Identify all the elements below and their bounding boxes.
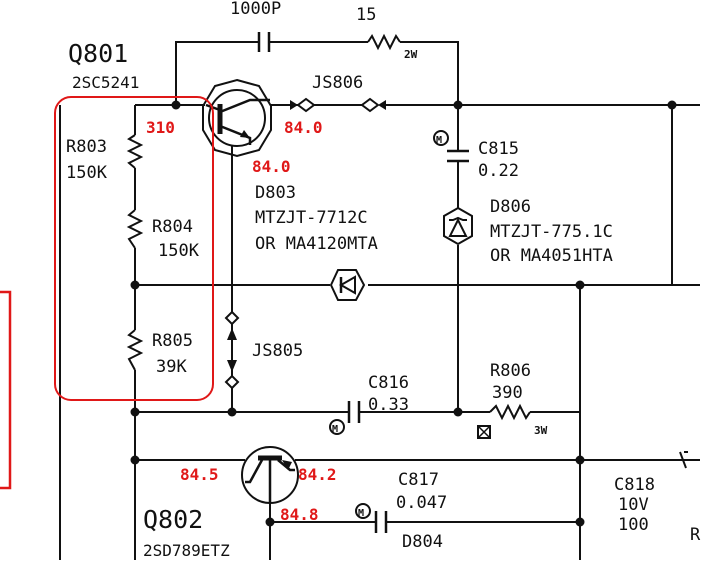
q801-part: 2SC5241	[72, 73, 139, 92]
q802-ref: Q802	[143, 505, 203, 534]
junctions	[130, 100, 677, 527]
r805-ref: R805	[152, 331, 193, 351]
svg-text:M: M	[436, 135, 442, 146]
d803-part: MTZJT-7712C	[255, 208, 368, 228]
junction-dot	[227, 407, 237, 417]
junction-dot	[667, 100, 677, 110]
junction-dot	[130, 455, 140, 465]
highlight-box	[54, 96, 214, 401]
c817-ref: C817	[398, 470, 439, 490]
r806-value: 390	[492, 383, 523, 403]
d804-ref: D804	[402, 532, 443, 552]
jumper-js806	[290, 97, 386, 113]
q801-collector-voltage: 84.0	[284, 118, 323, 137]
c818-ref: C818	[614, 475, 655, 495]
svg-text:M: M	[358, 508, 364, 519]
d803-alt: OR MA4120MTA	[255, 234, 378, 254]
r806-ref: R806	[490, 361, 531, 381]
q802-right-voltage: 84.2	[298, 465, 337, 484]
resistor-r804	[126, 209, 144, 249]
r803-ref: R803	[66, 137, 107, 157]
js805-ref: JS805	[252, 341, 303, 361]
junction-dot	[453, 407, 463, 417]
junction-dot	[265, 517, 275, 527]
junction-dot	[575, 517, 585, 527]
junction-dot	[130, 280, 140, 290]
capacitor-1000p	[257, 32, 271, 52]
resistor-r803	[126, 134, 144, 169]
edge-label-r: R	[690, 525, 701, 545]
d806-part: MTZJT-775.1C	[490, 222, 613, 242]
resistor-15	[367, 33, 401, 51]
transistor-q802	[241, 446, 299, 504]
wires	[59, 41, 700, 560]
zener-mark	[676, 451, 690, 469]
js806-ref: JS806	[312, 73, 363, 93]
c818-value: 100	[618, 515, 649, 535]
c816-value: 0.33	[368, 395, 409, 415]
d806-ref: D806	[490, 197, 531, 217]
q802-bottom-voltage: 84.8	[280, 505, 319, 524]
label-15: 15	[356, 5, 376, 25]
junction-dot	[130, 407, 140, 417]
resistor-r806	[477, 403, 531, 439]
diode-d803	[329, 269, 366, 301]
q802-left-voltage: 84.5	[180, 465, 219, 484]
c817-value: 0.047	[396, 493, 447, 513]
r806-rating: 3W	[534, 424, 548, 437]
capacitor-c816: M	[329, 401, 361, 435]
junction-dot	[575, 280, 585, 290]
junction-dot	[453, 100, 463, 110]
label-2w: 2W	[404, 48, 418, 61]
resistor-r805	[126, 329, 144, 371]
r804-value: 150K	[158, 241, 200, 261]
r803-value: 150K	[66, 163, 108, 183]
q802-part: 2SD789ETZ	[143, 541, 230, 560]
junction-dot	[171, 100, 181, 110]
d803-ref: D803	[255, 183, 296, 203]
highlight-box-left	[0, 290, 12, 490]
d806-alt: OR MA4051HTA	[490, 246, 613, 266]
junction-dot	[575, 455, 585, 465]
q801-emitter-voltage: 84.0	[252, 157, 291, 176]
capacitor-c815: M	[433, 130, 469, 163]
r805-value: 39K	[156, 357, 187, 377]
q801-ref: Q801	[68, 39, 128, 68]
svg-text:M: M	[332, 424, 338, 435]
c815-ref: C815	[478, 139, 519, 159]
q801-base-voltage: 310	[146, 118, 175, 137]
c816-ref: C816	[368, 373, 409, 393]
r804-ref: R804	[152, 217, 193, 237]
diode-d806	[443, 206, 473, 246]
jumper-js805	[224, 310, 240, 390]
label-1000p: 1000P	[230, 0, 281, 19]
capacitor-c817: M	[355, 503, 388, 533]
c815-value: 0.22	[478, 161, 519, 181]
c818-voltage: 10V	[618, 495, 649, 515]
